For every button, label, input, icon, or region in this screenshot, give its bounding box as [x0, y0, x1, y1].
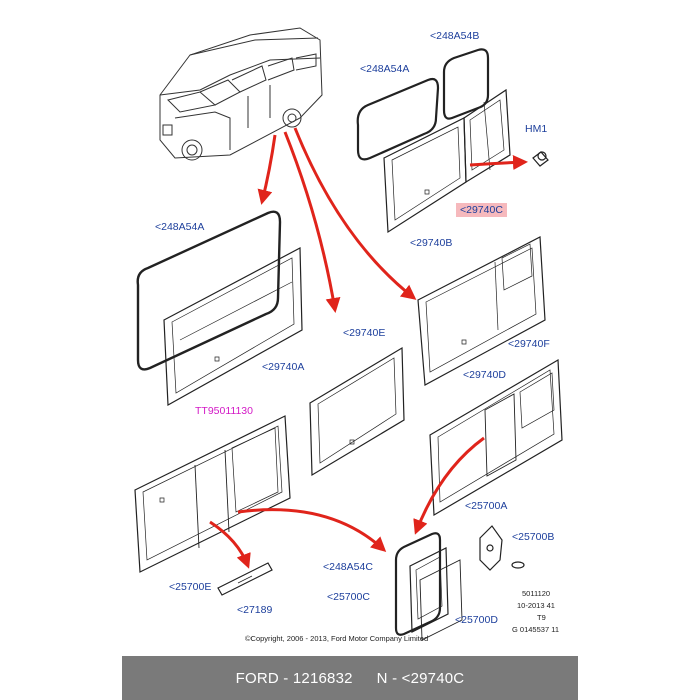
glass-29740d: [417, 236, 546, 386]
label-tt95011130[interactable]: TT95011130: [195, 405, 253, 417]
reference-line-2: 10-2013 41: [517, 601, 555, 610]
label-248a54c[interactable]: <248A54C: [323, 561, 373, 573]
label-29740d[interactable]: <29740D: [463, 369, 506, 381]
footer-component-code: N - <29740C: [376, 669, 465, 687]
reference-line-1: 5011120: [522, 589, 551, 598]
label-25700a[interactable]: <25700A: [465, 500, 508, 512]
label-248a54a-top[interactable]: <248A54A: [360, 63, 410, 75]
footer-brand-part-number: FORD - 1216832: [235, 669, 353, 687]
label-25700d[interactable]: <25700D: [455, 614, 498, 626]
label-hm1[interactable]: HM1: [525, 123, 548, 135]
glass-29740e: [309, 346, 405, 477]
label-29740e[interactable]: <29740E: [343, 327, 386, 339]
label-25700b[interactable]: <25700B: [512, 531, 555, 543]
small-window-parts: [394, 525, 525, 641]
left-glass-group-a: [136, 210, 303, 406]
label-29740f[interactable]: <29740F: [508, 338, 550, 350]
label-29740a[interactable]: <29740A: [262, 361, 305, 373]
footer-bar: FORD - 1216832 N - <29740C: [122, 656, 578, 700]
glass-25700e-group: [134, 415, 291, 596]
label-27189[interactable]: <27189: [237, 604, 273, 616]
label-29740b[interactable]: <29740B: [410, 237, 453, 249]
label-29740c-highlighted[interactable]: <29740C: [456, 203, 507, 217]
label-248a54a-left[interactable]: <248A54A: [155, 221, 205, 233]
top-right-glass-group: [356, 48, 549, 234]
red-arrows: [209, 127, 528, 569]
reference-line-3: T9: [537, 613, 546, 622]
label-25700c[interactable]: <25700C: [327, 591, 370, 603]
glass-29740f: [429, 358, 563, 517]
van-illustration: [159, 27, 323, 161]
reference-line-4: G 0145537 11: [512, 625, 559, 634]
label-25700e[interactable]: <25700E: [169, 581, 212, 593]
copyright-notice: ©Copyright, 2006 - 2013, Ford Motor Comp…: [245, 634, 429, 643]
label-248a54b[interactable]: <248A54B: [430, 30, 480, 42]
